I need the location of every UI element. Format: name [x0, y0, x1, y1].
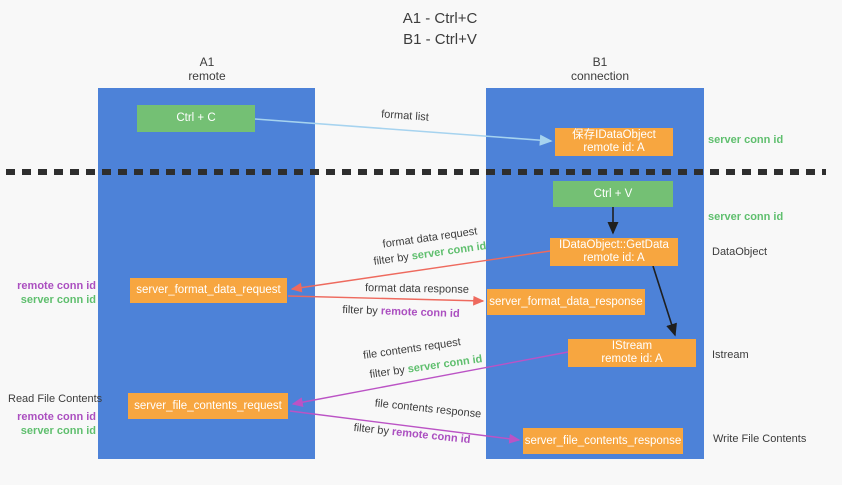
getdata-line1: IDataObject::GetData: [559, 239, 669, 251]
lane-left-subtitle: remote: [188, 69, 226, 83]
server-file-contents-request-label: server_file_contents_request: [134, 399, 282, 412]
ctrl-c-label: Ctrl + C: [176, 112, 216, 124]
lane-header-left: A1 remote: [137, 55, 277, 83]
file-server-conn-id-label: server conn id: [20, 425, 96, 437]
node-ctrl-c: Ctrl + C: [137, 105, 255, 132]
server-file-contents-response-label: server_file_contents_response: [524, 434, 682, 447]
node-server-file-contents-request: server_file_contents_request: [128, 393, 288, 419]
save-dataobject-line1: 保存IDataObject: [572, 129, 656, 141]
node-ctrl-v: Ctrl + V: [553, 181, 673, 207]
istream-line1: IStream: [611, 340, 653, 352]
getdata-line2: remote id: A: [583, 252, 645, 264]
file-contents-response-label: file contents response: [374, 397, 482, 421]
write-file-contents-label: Write File Contents: [713, 433, 807, 445]
filter-value-remote-conn-id: remote conn id: [391, 425, 471, 447]
format-data-response-label: format data response: [364, 282, 470, 296]
node-server-format-data-request: server_format_data_request: [130, 278, 287, 303]
format-list-label: format list: [380, 108, 430, 124]
filter-value-server-conn-id: server conn id: [406, 353, 484, 376]
dataobject-label: DataObject: [712, 246, 768, 258]
title-line-2: B1 - Ctrl+V: [403, 31, 477, 48]
istream-line2: remote id: A: [601, 353, 663, 365]
dotted-divider: [6, 169, 826, 175]
format-server-conn-id-label: server conn id: [20, 294, 96, 306]
filter-prefix: filter by: [342, 303, 382, 318]
lane-header-right: B1 connection: [530, 55, 670, 83]
filter-prefix: filter by: [353, 421, 393, 438]
lane-right-subtitle: connection: [570, 69, 630, 83]
ctrl-v-label: Ctrl + V: [593, 187, 633, 200]
node-getdata: IDataObject::GetData remote id: A: [550, 238, 678, 266]
filter-prefix: filter by: [372, 250, 413, 268]
read-file-contents-label: Read File Contents: [8, 393, 103, 405]
lane-left-title: A1: [199, 55, 215, 69]
node-server-format-data-response: server_format_data_response: [487, 289, 645, 315]
server-format-data-response-label: server_format_data_response: [489, 295, 643, 308]
title-line-1: A1 - Ctrl+C: [402, 10, 478, 27]
node-server-file-contents-response: server_file_contents_response: [523, 428, 683, 454]
diagram-title: A1 - Ctrl+C B1 - Ctrl+V: [330, 8, 550, 50]
server-conn-id-mid-label: server conn id: [708, 211, 784, 223]
file-contents-response-filter-label: filter by remote conn id: [348, 421, 477, 446]
node-istream: IStream remote id: A: [568, 339, 696, 367]
server-format-data-request-label: server_format_data_request: [136, 284, 281, 296]
format-remote-conn-id-label: remote conn id: [17, 280, 96, 292]
filter-value-remote-conn-id: remote conn id: [380, 305, 460, 321]
lane-right-title: B1: [592, 55, 608, 69]
istream-side-label: Istream: [712, 349, 749, 361]
server-conn-id-top-label: server conn id: [708, 134, 784, 146]
format-data-response-filter-label: filter by remote conn id: [338, 304, 464, 320]
file-remote-conn-id-label: remote conn id: [17, 411, 96, 423]
filter-prefix: filter by: [368, 363, 409, 381]
format-data-response-arrow: [287, 295, 485, 306]
save-dataobject-line2: remote id: A: [583, 142, 645, 154]
node-save-dataobject: 保存IDataObject remote id: A: [555, 128, 673, 156]
